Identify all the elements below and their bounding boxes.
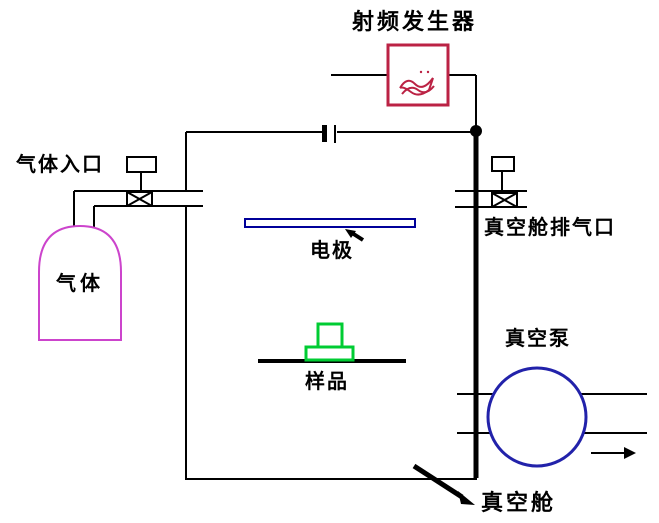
rf-generator-box [386,43,450,107]
capacitor-icon [322,125,336,143]
arrow-up-left-icon [345,229,365,242]
vacuum-chamber-label: 真空舱 [481,491,557,516]
vacuum-pump-label: 真空泵 [505,326,571,350]
exhaust-port-label: 真空舱排气口 [484,215,616,239]
rf-generator-label: 射频发生器 [352,10,478,35]
sample-shape [304,322,355,362]
electrode-label: 电极 [310,238,354,262]
sample-label: 样品 [305,369,349,393]
exhaust-valve-icon [491,156,518,208]
vacuum-pump-circle [486,366,588,468]
right-arrow-icon [591,447,636,459]
rf-wiring [331,74,477,127]
gas-label: 气体 [56,271,104,295]
junction-dot [470,125,482,137]
gas-bottle [38,224,122,341]
rf-wave-icon [399,70,435,96]
electrode-plate [244,218,416,228]
gas-inlet-label: 气体入口 [16,152,104,176]
gas-inlet-valve-icon [126,156,157,207]
diagonal-pointer-icon [412,463,475,505]
vacuum-chamber-outline [185,131,477,480]
